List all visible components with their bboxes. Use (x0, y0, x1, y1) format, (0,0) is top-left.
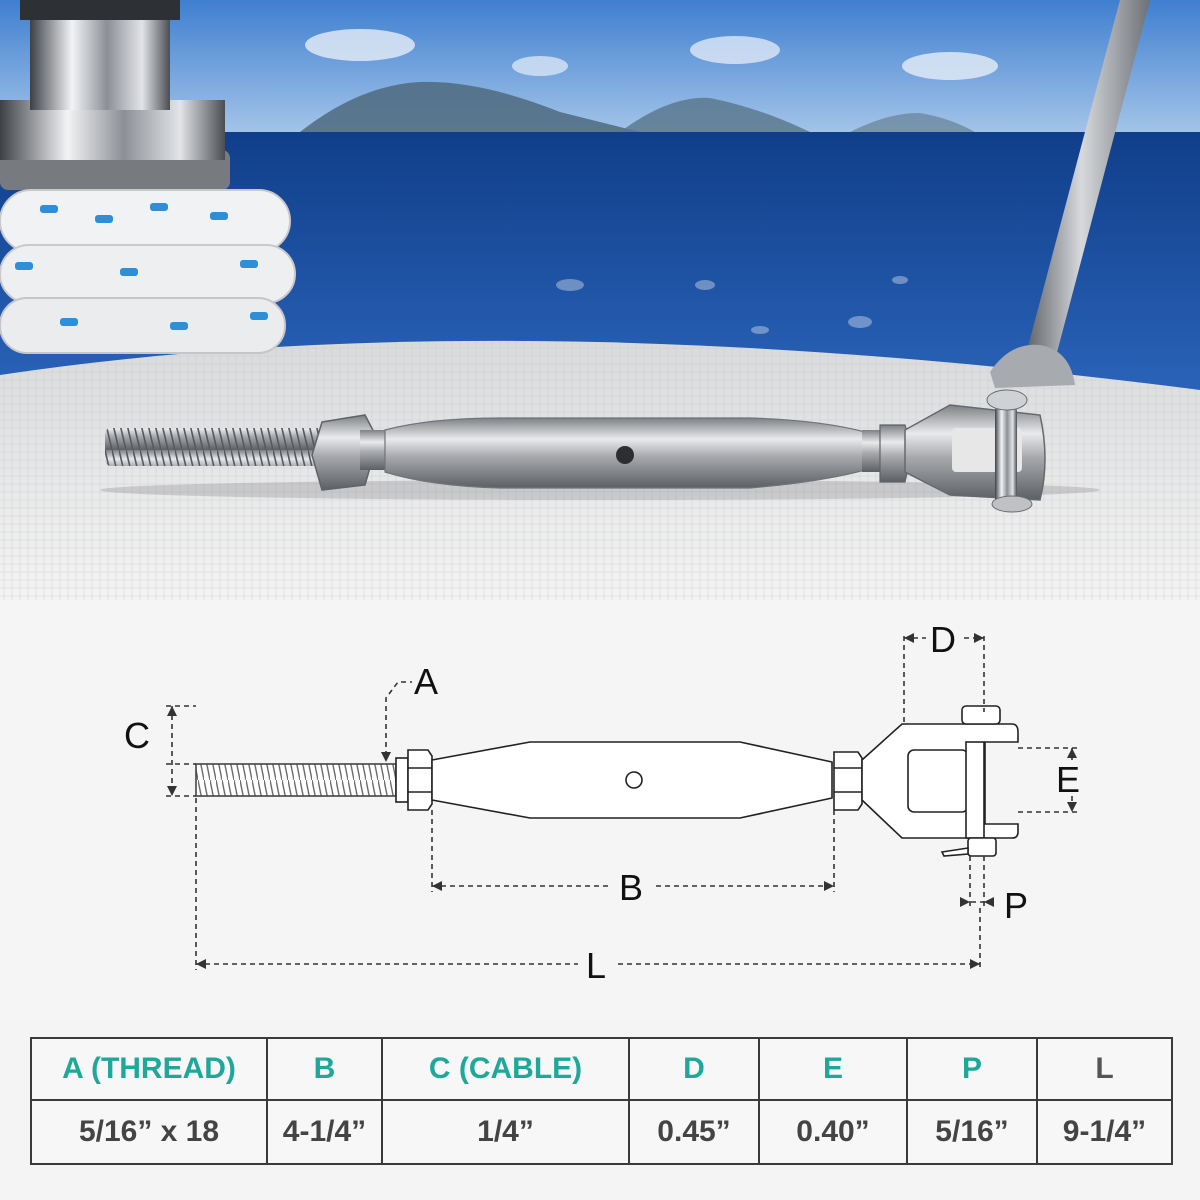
value-d: 0.45” (628, 1099, 760, 1165)
value-b: 4-1/4” (266, 1099, 383, 1165)
product-photo (0, 0, 1200, 600)
label-c: C (124, 715, 150, 756)
header-a-thread: A (THREAD) (30, 1037, 268, 1101)
rope-coil (0, 189, 296, 354)
value-p: 5/16” (906, 1099, 1038, 1165)
value-l: 9-1/4” (1036, 1099, 1173, 1165)
turnbuckle-outline (195, 705, 1019, 857)
header-b: B (266, 1037, 383, 1101)
label-a: A (414, 661, 438, 702)
label-d: D (930, 619, 956, 660)
value-e: 0.40” (758, 1099, 908, 1165)
table-value-row: 5/16” x 18 4-1/4” 1/4” 0.45” 0.40” 5/16”… (30, 1099, 1173, 1165)
header-d: D (628, 1037, 760, 1101)
label-b: B (619, 867, 643, 908)
header-p: P (906, 1037, 1038, 1101)
winch (0, 0, 230, 190)
header-c-cable: C (CABLE) (381, 1037, 630, 1101)
stanchion (990, 0, 1150, 388)
spec-table-container: A (THREAD) B C (CABLE) D E P L 5/16” x 1… (30, 1037, 1173, 1165)
header-l: L (1036, 1037, 1173, 1101)
boat-deck-scene (0, 0, 1200, 600)
spec-table: A (THREAD) B C (CABLE) D E P L 5/16” x 1… (30, 1037, 1173, 1165)
value-c-cable: 1/4” (381, 1099, 630, 1165)
dimension-lines (166, 636, 1080, 970)
turnbuckle-photo (100, 389, 1100, 513)
label-p: P (1004, 885, 1028, 926)
label-l: L (586, 945, 606, 986)
turnbuckle-drawing: C A D E P B L (124, 619, 1080, 986)
label-e: E (1056, 759, 1080, 800)
dimension-diagram: C A D E P B L (0, 600, 1200, 1020)
table-header-row: A (THREAD) B C (CABLE) D E P L (30, 1037, 1173, 1101)
dimension-arrows (167, 633, 1077, 969)
value-a-thread: 5/16” x 18 (30, 1099, 268, 1165)
header-e: E (758, 1037, 908, 1101)
